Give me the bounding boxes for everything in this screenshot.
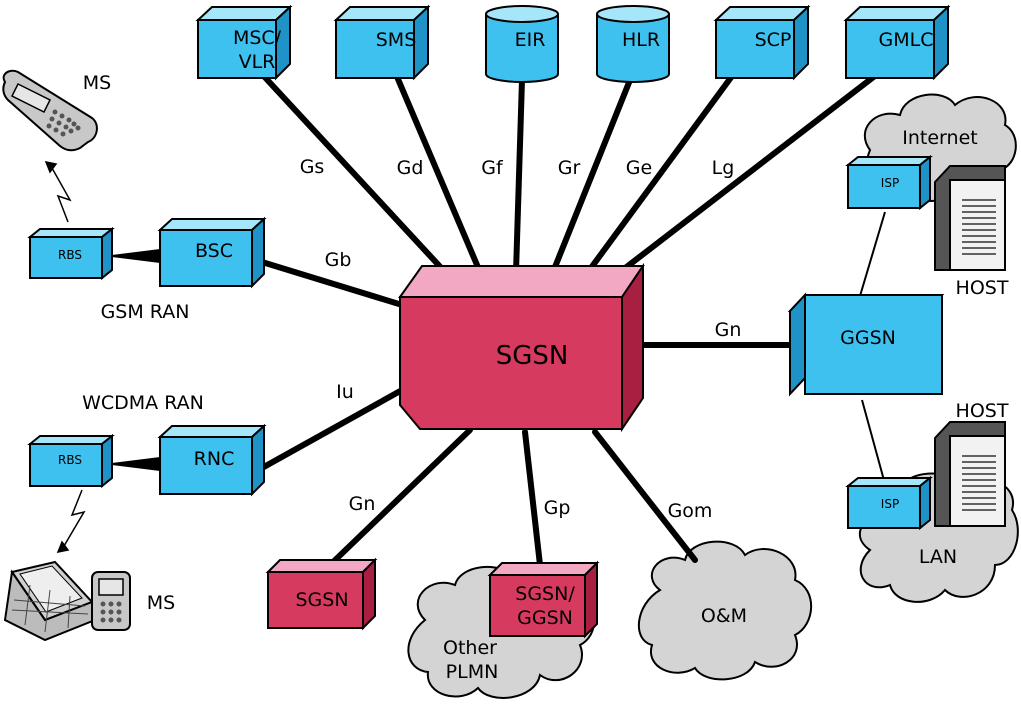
sgsn-ggsn-node: SGSN/ GGSN [487,560,600,639]
sms-node: SMS [333,4,431,81]
interface-gd-label: Gd [397,157,424,179]
scp-node: SCP [713,4,811,81]
lan-label: LAN [919,546,957,568]
interface-gb-label: Gb [325,249,352,271]
interface-gp-label: Gp [544,497,571,519]
radio-signal-bottom-icon [56,489,86,554]
sgsn-main-node: SGSN [398,262,645,433]
host-server-bottom [934,421,1006,527]
rbs-wcdma-label: RBS [58,453,82,467]
om-cloud [637,540,813,681]
sgsn-main-label: SGSN [496,341,569,371]
rnc-label: RNC [194,448,235,470]
ms-top-label: MS [83,72,111,94]
bsc-node: BSC [157,216,267,289]
gmlc-node: GMLC [843,4,951,81]
gmlc-label: GMLC [879,29,934,51]
isp-lan-node: ISP [845,475,933,531]
rbs-gsm-label: RBS [58,248,82,262]
rbs-gsm-node: RBS [27,226,115,281]
rnc-node: RNC [157,423,267,497]
line-ge [585,69,738,275]
interface-gn-bottom-label: Gn [349,493,376,515]
other-plmn-label-line2: PLMN [446,661,499,683]
interface-ge-label: Ge [626,157,652,179]
ggsn-label: GGSN [840,327,896,349]
msc-label-line2: VLR [239,51,276,73]
host-top-label: HOST [956,277,1009,299]
interface-gs-label: Gs [300,156,325,178]
msc-vlr-node: MSC/ VLR [195,4,293,81]
interface-gom-label: Gom [668,500,713,522]
sgsn-other-label: SGSN [295,589,348,611]
interface-gf-label: Gf [481,157,504,179]
other-plmn-label-line1: Other [443,637,497,659]
scp-label: SCP [755,29,792,51]
gsm-ran-label: GSM RAN [101,301,190,323]
sgsn-ggsn-label-line2: GGSN [517,607,573,629]
host-server-top [934,165,1006,271]
interface-gn-right-label: Gn [715,319,742,341]
eir-label: EIR [515,29,546,51]
rbs-wcdma-node: RBS [27,433,115,489]
om-label: O&M [701,605,747,627]
hlr-label: HLR [622,29,660,51]
line-gf [513,77,525,275]
interface-iu-label: Iu [336,381,354,403]
host-bottom-label: HOST [956,400,1009,422]
line-iu [259,377,423,471]
sgsn-ggsn-label-line1: SGSN/ [515,583,575,605]
isp-lan-label: ISP [881,497,899,511]
ggsn-node: GGSN [787,292,945,397]
interface-lg-label: Lg [712,157,735,179]
line-lg [617,69,883,275]
radio-signal-top-icon [44,160,72,223]
line-gp [522,429,543,568]
hlr-database: HLR [596,5,670,83]
isp-internet-node: ISP [845,154,933,211]
line-gr [550,77,633,275]
line-gd [392,69,483,275]
msc-label-line1: MSC/ [233,27,282,49]
ms-bottom-label: MS [147,592,175,614]
internet-label: Internet [902,127,977,149]
sgsn-other-node: SGSN [265,557,378,631]
eir-database: EIR [485,5,559,83]
line-gn-bottom [327,427,473,568]
sms-label: SMS [376,29,417,51]
line-gom [592,429,698,563]
isp-internet-label: ISP [881,176,899,190]
interface-gr-label: Gr [558,157,581,179]
line-gb [259,259,415,311]
wcdma-ran-label: WCDMA RAN [82,392,204,414]
connection-lines [257,69,883,568]
laptop-icon [3,560,102,642]
handheld-phone-icon [91,571,131,631]
mobile-phone-top-icon [2,69,98,152]
line-gs [257,69,448,275]
bsc-label: BSC [195,240,233,262]
